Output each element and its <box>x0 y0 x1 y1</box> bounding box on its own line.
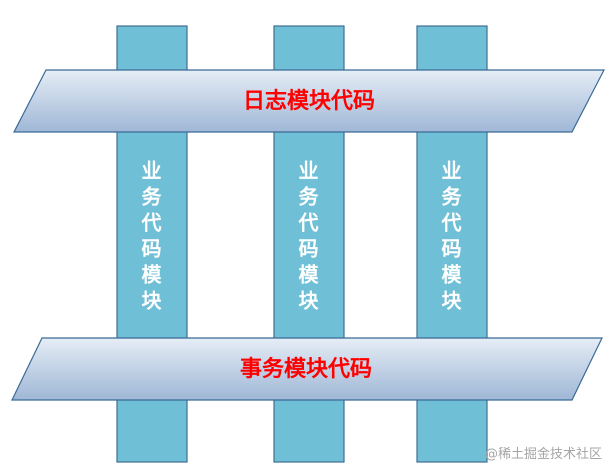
log-module-band <box>13 69 605 133</box>
business-column-3-label: 业务代码模块 <box>438 160 462 316</box>
transaction-module-label: 事务模块代码 <box>239 357 373 382</box>
business-column-2-label: 业务代码模块 <box>295 160 319 316</box>
watermark-text: @稀土掘金技术社区 <box>484 447 602 462</box>
transaction-module-band <box>11 337 603 401</box>
log-module-label: 日志模块代码 <box>242 89 376 114</box>
business-column-1-label: 业务代码模块 <box>138 160 162 316</box>
